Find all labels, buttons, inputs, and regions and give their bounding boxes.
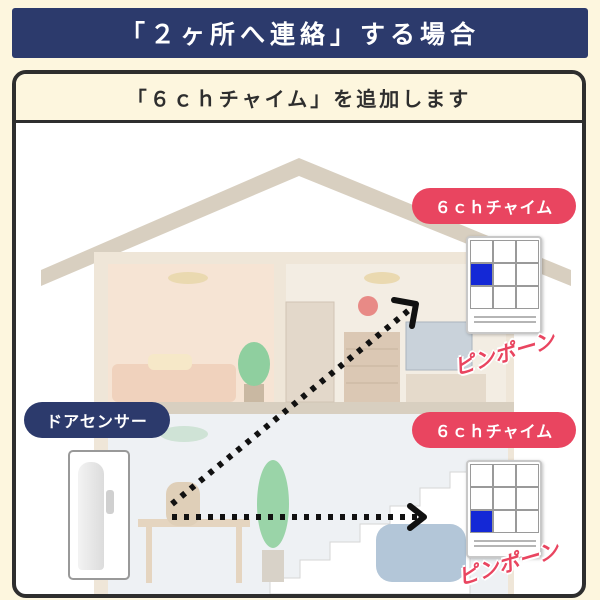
subtitle-text: 「６ｃｈチャイム」を追加します — [126, 86, 472, 111]
subtitle-banner: 「６ｃｈチャイム」を追加します — [16, 74, 582, 123]
plant-lower — [257, 460, 289, 548]
chime-upper-label: ６ｃｈチャイム — [412, 188, 576, 224]
title-text: 「２ヶ所へ連絡」する場合 — [119, 20, 480, 49]
plant-pot-upper — [244, 384, 264, 402]
upper-door — [285, 301, 335, 403]
chime-upper-active-key — [470, 263, 493, 286]
dresser — [344, 332, 400, 402]
tv — [405, 321, 473, 371]
bed — [112, 364, 236, 402]
plant-pot-lower — [262, 550, 284, 582]
signal-arrow-upper — [170, 303, 416, 507]
ceiling-lamp-upper-right — [364, 272, 400, 284]
flowers — [358, 296, 378, 316]
house-illustration — [41, 158, 571, 594]
pillow — [148, 354, 192, 370]
tv-stand — [406, 374, 486, 402]
title-banner: 「２ヶ所へ連絡」する場合 — [12, 8, 588, 58]
sofa — [376, 524, 466, 582]
chime-lower-label: ６ｃｈチャイム — [412, 412, 576, 448]
plant-upper — [238, 342, 270, 386]
chime-lower-active-key — [470, 510, 493, 533]
signal-arrowhead-lower — [407, 503, 427, 531]
diagram-frame: 「６ｃｈチャイム」を追加します — [12, 70, 586, 598]
sensor-label: ドアセンサー — [24, 402, 170, 438]
chime-lower-device — [466, 460, 542, 558]
ceiling-lamp-lower — [160, 426, 208, 442]
chime-upper-device — [466, 236, 542, 334]
ceiling-lamp-upper-left — [168, 272, 208, 284]
signal-arrowhead-upper — [391, 297, 419, 329]
floor-beam — [94, 402, 514, 414]
door-sensor-device — [68, 450, 130, 580]
